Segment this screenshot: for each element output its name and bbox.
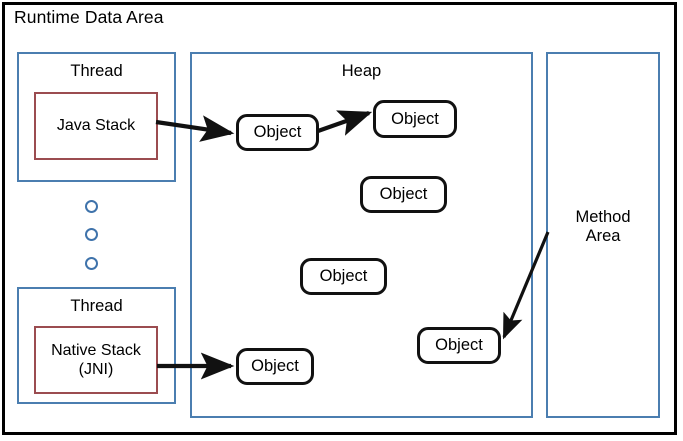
page-title: Runtime Data Area: [14, 7, 164, 27]
object-node-label: Object: [379, 185, 428, 203]
native-stack-label: Native Stack (JNI): [51, 341, 141, 379]
object-node-label: Object: [251, 357, 299, 375]
native-stack-label-line1: Native Stack: [51, 341, 141, 359]
object-node-label: Object: [435, 336, 483, 354]
method-area-label-line1: Method: [575, 208, 631, 226]
region-thread-bottom-label: Thread: [70, 297, 123, 315]
native-stack-label-line2: (JNI): [78, 361, 114, 378]
object-node[interactable]: Object: [373, 100, 457, 138]
ellipsis-circle-icon: [85, 257, 98, 270]
ellipsis-circle-icon: [85, 228, 98, 241]
object-node[interactable]: Object: [417, 327, 501, 364]
region-method-area-label: Method Area: [548, 208, 658, 246]
method-area-label-line2: Area: [585, 226, 621, 245]
region-thread-top-label: Thread: [70, 62, 123, 80]
object-node[interactable]: Object: [360, 176, 447, 213]
object-node[interactable]: Object: [236, 114, 319, 151]
java-stack-box[interactable]: Java Stack: [34, 92, 158, 160]
java-stack-label: Java Stack: [56, 117, 136, 135]
region-method-area[interactable]: Method Area: [546, 52, 660, 418]
region-heap-label: Heap: [341, 62, 382, 80]
object-node[interactable]: Object: [300, 258, 387, 295]
native-stack-box[interactable]: Native Stack (JNI): [34, 326, 158, 394]
object-node-label: Object: [253, 123, 302, 141]
object-node[interactable]: Object: [236, 348, 314, 385]
object-node-label: Object: [391, 109, 439, 128]
object-node-label: Object: [319, 267, 368, 285]
ellipsis-circle-icon: [85, 200, 98, 213]
